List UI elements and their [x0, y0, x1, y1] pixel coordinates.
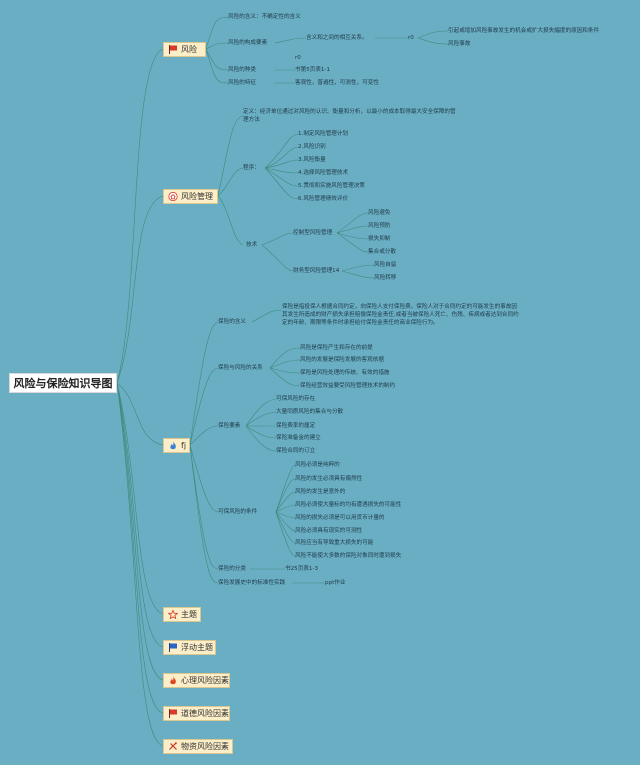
- fj-practice[interactable]: 保险发展史中的标准性实践: [218, 580, 286, 586]
- connector-root-moral: [116, 382, 164, 714]
- mgmt-technique[interactable]: 技术: [246, 242, 258, 248]
- topic-fj[interactable]: fj: [163, 438, 190, 453]
- mgmt-step[interactable]: 3.风险衡量: [298, 157, 326, 163]
- topic-psych[interactable]: 心理风险因素: [163, 673, 230, 688]
- topic-moral[interactable]: 道德风险因素: [163, 706, 230, 721]
- fj-conditions-item[interactable]: 风险必须使大量标的均有遭遇损失的可能性: [295, 502, 402, 508]
- risk-r0b[interactable]: r0: [295, 55, 301, 61]
- topic-label: 浮动主题: [181, 643, 213, 652]
- fj-classification-note[interactable]: 书25页表1-3: [285, 566, 319, 572]
- fj-relation[interactable]: 保险与风险的关系: [218, 365, 263, 371]
- connector-root-mgmt: [116, 195, 164, 384]
- topic-float[interactable]: 浮动主题: [163, 640, 216, 655]
- fj-relation-item[interactable]: 风险的发展是保险发展的客观依据: [300, 357, 384, 363]
- risk-r0[interactable]: r0: [408, 35, 414, 41]
- flame-icon: [170, 441, 176, 450]
- fj-classification[interactable]: 保险的分类: [218, 566, 246, 572]
- fj-conditions[interactable]: 可保风险的条件: [218, 509, 258, 515]
- risk-elements[interactable]: 风险的构成要素: [228, 40, 268, 46]
- mgmt-finance-item[interactable]: 风险自留: [374, 262, 397, 268]
- mgmt-definition[interactable]: 定义：经济单位通过对风险的认识、衡量和分析，以最小的成本取得最大安全保障的管理方…: [243, 109, 456, 123]
- flame-icon: [170, 676, 176, 685]
- topic-label: 道德风险因素: [181, 709, 229, 718]
- topic-main[interactable]: 主题: [163, 607, 201, 622]
- mgmt-control-item[interactable]: 损失抑制: [368, 236, 391, 242]
- fj-elements-item[interactable]: 大量同质风险的集合与分散: [276, 409, 344, 415]
- mgmt-step[interactable]: 2.风险识别: [298, 144, 326, 150]
- mgmt-control-item[interactable]: 集合或分散: [368, 249, 396, 255]
- mgmt-step[interactable]: 6.风险管理绩效评价: [298, 196, 349, 202]
- topic-risk-mgmt[interactable]: 风险管理: [163, 189, 218, 204]
- mgmt-finance[interactable]: 财务型风险管理14: [293, 268, 340, 274]
- connector-root-fj: [116, 382, 164, 446]
- topic-risk[interactable]: 风险: [163, 42, 206, 57]
- topic-label: 风险: [181, 45, 197, 54]
- risk-accident[interactable]: 风险事故: [448, 41, 471, 47]
- risk-relation[interactable]: 含义和之间的相互关系。: [306, 35, 368, 41]
- fj-relation-item[interactable]: 风险是保险产生和存在的前提: [300, 345, 373, 351]
- connector-root-main: [116, 382, 164, 615]
- fj-elements-item[interactable]: 保险准备金的建立: [276, 435, 321, 441]
- fj-conditions-item[interactable]: 风险的发生是意外的: [295, 489, 346, 495]
- topic-label: 主题: [181, 610, 197, 619]
- mgmt-procedure[interactable]: 程序：: [243, 165, 260, 171]
- mgmt-control-item[interactable]: 风险避免: [368, 210, 391, 216]
- fj-meaning[interactable]: 保险的含义: [218, 319, 246, 325]
- topic-physical[interactable]: 物资风险因素: [163, 739, 233, 754]
- fj-conditions-item[interactable]: 风险必须是纯粹的: [295, 462, 340, 468]
- fj-elements-item[interactable]: 保险费率的厘定: [276, 423, 316, 429]
- fj-relation-item[interactable]: 保险是风险处理的传统、有效的措施: [300, 370, 390, 376]
- root-topic[interactable]: 风险与保险知识导图: [9, 373, 117, 393]
- mgmt-finance-item[interactable]: 风险转移: [374, 275, 397, 281]
- fj-conditions-item[interactable]: 风险必须具有现实的可测性: [295, 528, 363, 534]
- fj-conditions-item[interactable]: 风险不能使大多数的保险对象同时遭到损失: [295, 553, 402, 559]
- mgmt-step[interactable]: 1.制定风险管理计划: [298, 131, 349, 137]
- fj-elements[interactable]: 保险要素: [218, 423, 241, 429]
- fj-relation-item[interactable]: 保险经营效益要受风险管理技术的制约: [300, 383, 396, 389]
- risk-types-note[interactable]: 书第5页表1-1: [295, 67, 331, 73]
- star-outline-icon: [168, 610, 178, 619]
- connector-root-risk: [116, 48, 164, 384]
- connector-root-psych: [116, 382, 164, 681]
- fj-elements-item[interactable]: 可保风险的存在: [276, 396, 316, 402]
- topic-label: 心理风险因素: [181, 676, 229, 685]
- fj-conditions-item[interactable]: 风险的发生必须具有偶然性: [295, 476, 363, 482]
- connector-root-physical: [116, 382, 164, 747]
- mgmt-control-item[interactable]: 风险预防: [368, 223, 391, 229]
- fj-meaning-text[interactable]: 保险是指投保人根据合同约定，向保险人支付保险费，保险人对于合同约定的可能发生的事…: [282, 304, 519, 326]
- risk-meaning[interactable]: 风险的含义：不确定性的含义: [228, 14, 301, 20]
- risk-cause[interactable]: 引起或增加风险事故发生的机会或扩大损失幅度的原因和条件: [448, 28, 600, 34]
- fj-elements-item[interactable]: 保险合同的订立: [276, 448, 316, 454]
- blue-flag-icon: [169, 643, 177, 652]
- risk-features-note[interactable]: 客观性，普遍性，可测性，可变性: [295, 80, 379, 86]
- red-flag-icon: [169, 709, 177, 718]
- risk-features[interactable]: 风险的特征: [228, 80, 256, 86]
- risk-types[interactable]: 风险的种类: [228, 67, 256, 73]
- tools-icon: [169, 742, 177, 750]
- mgmt-step[interactable]: 4.选择风险管理技术: [298, 170, 349, 176]
- mgmt-step[interactable]: 5.贯彻和实施风险管理决策: [298, 183, 365, 189]
- topic-label: 物资风险因素: [181, 742, 229, 751]
- fj-practice-note[interactable]: ppt作业: [325, 580, 346, 586]
- topic-label: 风险管理: [181, 192, 213, 201]
- fj-conditions-item[interactable]: 风险的损失必须是可以用货币计量的: [295, 515, 385, 521]
- red-flag-icon: [169, 45, 177, 54]
- connector-root-float: [116, 382, 164, 648]
- fj-conditions-item[interactable]: 风险应当有导致重大损失的可能: [295, 540, 374, 546]
- topic-label: fj: [181, 441, 187, 450]
- mgmt-control[interactable]: 控制型风险管理: [293, 230, 333, 236]
- home-icon: [168, 192, 178, 201]
